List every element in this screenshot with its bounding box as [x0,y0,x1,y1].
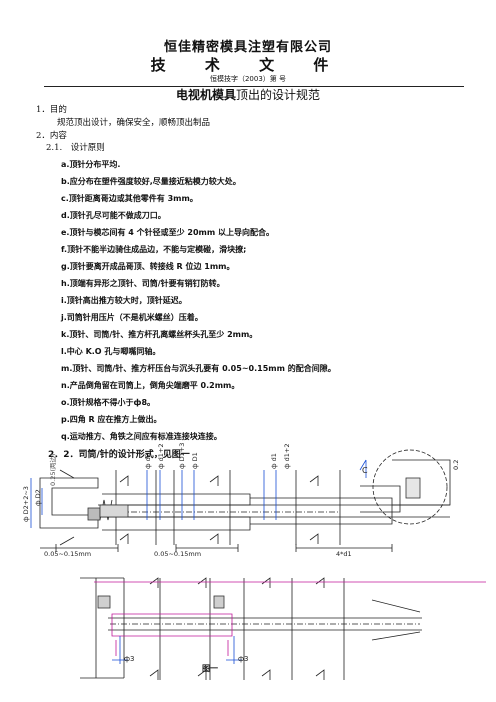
list-item: h.顶端有异形之顶针、司筒/针要有销钉防转。 [61,279,225,288]
list-item: b.应分布在塑件强度较好,尽量接近粘模力较大处。 [61,177,241,186]
list-item: a.顶针分布平均. [61,160,121,169]
section-1-text: 规范顶出设计，确保安全，顺畅顶出制品 [57,118,211,128]
document-title: 技 术 文 件 [150,56,346,74]
upper-dimension-labels: ф D2+2~3 ф D2 0.25(两边) ф d2 ф d1+2 ф D1+… [22,443,460,558]
figure-caption: 图一 [202,664,218,673]
section-2-2-title: 2．2．司筒/针的设计形式，见图一 [48,450,190,460]
list-item: q.运动推方、角铁之间应有标准连接块连接。 [61,432,222,441]
document-number: 恒模技字（2003）第 号 [209,75,287,83]
dim-label-d2: ф D2 [34,489,42,506]
dim-label-d1-2: ф d1+2 [157,444,165,469]
dim-label-phi3-b: ф3 [238,655,248,663]
drawing-upper [39,469,450,552]
drawing-lower [80,577,422,680]
dim-label-gap-025: 0.25(两边) [49,453,57,486]
list-item: j.司筒针用压片（不是机米螺丝）压着。 [61,313,203,322]
heading-bold: 电视机模具 [175,88,236,102]
dim-label-d1-2b: ф d1+2 [283,444,291,469]
lower-labels: ф3 ф3 图一 [124,655,248,673]
list-item: c.顶针距离哥边或其他零件有 3mm。 [61,194,198,203]
dim-label-gap-1: 0.05~0.15mm [44,550,91,558]
dim-label-4d1: 4*d1 [336,550,352,558]
section-2-title: 2．内容 [36,131,67,141]
list-item: i.顶针高出推方较大时，顶针延迟。 [61,296,187,305]
list-item: l.中心 K.O 孔与唧嘴同轴。 [61,347,161,356]
list-item: g.顶针要离开成品哥顶、转接线 R 位边 1mm。 [61,262,235,271]
section-mark-c: C [362,466,368,475]
dim-label-d2-top: ф d2 [144,453,152,469]
lower-dimension-lines [112,636,242,664]
list-item: d.顶针孔尽可能不做成刀口。 [61,211,166,220]
dim-label-D1: ф D1 [191,452,199,469]
detail-circle [372,449,451,525]
section-1-title: 1．目的 [36,105,67,115]
list-item: e.顶针与模芯间有 4 个针径或至少 20mm 以上导向配合。 [61,228,274,237]
dimension-lines [30,459,367,528]
dim-label-d2-2-3: ф D2+2~3 [22,486,30,522]
page-heading: 电视机模具顶出的设计规范 [0,86,496,103]
dim-label-02: 0.2 [452,460,460,470]
heading-rest: 顶出的设计规范 [236,88,321,102]
section-2-1-title: 2.1. 设计原则 [46,143,105,153]
dim-label-d1-3: ф D1+3 [178,443,186,469]
dim-label-phi3-a: ф3 [124,655,134,663]
list-item: o.顶针规格不得小于ф8。 [61,398,156,407]
list-item: m.顶针、司筒/针、推方杆压台与沉头孔要有 0.05~0.15mm 的配合间隙。 [61,364,336,373]
dim-label-d1: ф d1 [270,453,278,469]
magenta-outline [94,581,486,656]
list-item: k.顶针、司筒/针、推方杆孔离螺丝杯头孔至少 2mm。 [61,330,258,339]
list-item: n.产品倒角留在司筒上，倒角尖端磨平 0.2mm。 [61,381,240,390]
header-divider [44,86,464,87]
list-item: p.四角 R 应在推方上做出。 [61,415,162,424]
dim-label-gap-2: 0.05~0.15mm [154,550,201,558]
list-item: f.顶针不能半边骑住成品边，不能与定模碰，滑块撩; [61,245,247,254]
company-name: 恒佳精密模具注塑有限公司 [163,40,332,55]
